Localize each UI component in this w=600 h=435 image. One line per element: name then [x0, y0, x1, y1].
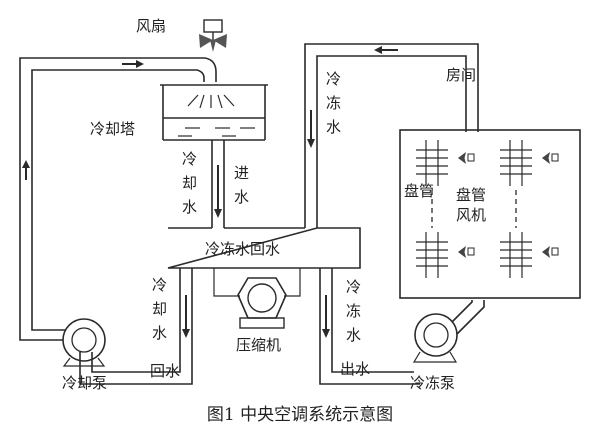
svg-text:冷: 冷: [152, 276, 167, 294]
cooling-pump: [19, 310, 106, 367]
svg-text:盘管: 盘管: [456, 186, 486, 204]
svg-text:水: 水: [234, 188, 249, 206]
svg-text:却: 却: [152, 300, 167, 318]
chilled-water-label-top: 冷 冻 水: [326, 70, 341, 136]
cooling-water-inlet-label: 冷 却 水 进 水: [182, 150, 249, 216]
chilled-pump: [412, 300, 485, 363]
chilled-return-label: 冷冻水回水: [205, 240, 280, 258]
cooling-pump-label: 冷却泵: [62, 374, 107, 392]
svg-text:水: 水: [326, 118, 341, 136]
chilled-supply-out-label: 出水: [340, 360, 370, 378]
svg-text:进: 进: [234, 164, 249, 182]
fan-label: 风扇: [136, 17, 166, 35]
svg-text:风机: 风机: [456, 206, 486, 224]
svg-text:冷: 冷: [326, 70, 341, 88]
svg-text:冷: 冷: [182, 150, 197, 168]
svg-text:却: 却: [182, 174, 197, 192]
cooling-water-loop: [19, 57, 217, 310]
fan-coil-units: [416, 140, 559, 278]
cooling-water-return-pipe: [79, 268, 193, 385]
chilled-water-loop: [304, 43, 479, 228]
svg-text:水: 水: [182, 198, 197, 216]
fan-icon: [199, 19, 227, 52]
fan-coil-label: 盘管 风机: [456, 186, 486, 224]
cooling-return-label: 回水: [150, 362, 180, 380]
coil-unit: [500, 232, 559, 278]
cooling-tower-label: 冷却塔: [90, 120, 135, 138]
room-box: [399, 129, 581, 299]
chiller-block: [167, 227, 361, 269]
svg-text:冻: 冻: [326, 94, 341, 112]
room-label: 房间: [446, 66, 476, 84]
cooling-water-inlet-pipe: [211, 140, 225, 228]
coil-unit: [416, 140, 475, 186]
coil-unit: [416, 232, 475, 278]
chilled-supply-pipe: [319, 268, 420, 385]
svg-text:水: 水: [346, 326, 361, 344]
chilled-pump-label: 冷冻泵: [410, 374, 455, 392]
chilled-supply-label: 冷 冻 水: [346, 278, 361, 344]
svg-text:冻: 冻: [346, 302, 361, 320]
compressor-label: 压缩机: [236, 336, 281, 354]
svg-text:水: 水: [152, 324, 167, 342]
figure-caption: 图1 中央空调系统示意图: [207, 405, 393, 425]
compressor: [213, 268, 301, 329]
cooling-water-return-label: 冷 却 水: [152, 276, 167, 342]
coil-label: 盘管: [404, 182, 434, 200]
svg-text:冷: 冷: [346, 278, 361, 296]
coil-unit: [500, 140, 559, 186]
cooling-tower: [160, 84, 268, 141]
